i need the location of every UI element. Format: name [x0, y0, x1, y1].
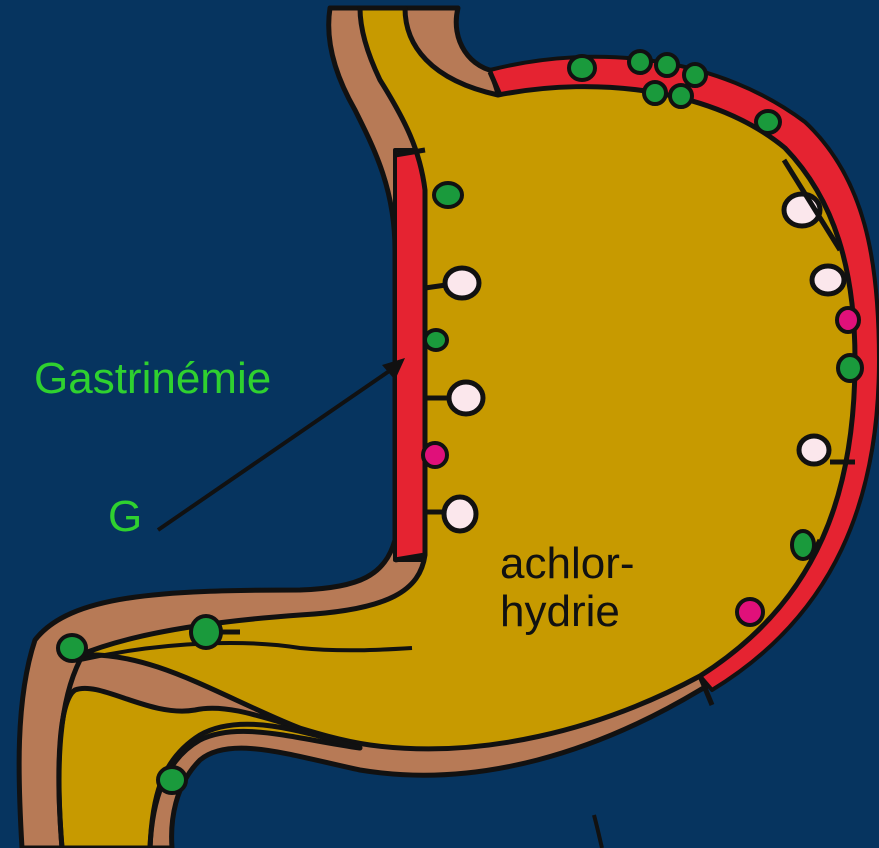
chief-cell [423, 443, 447, 467]
g-cell [656, 54, 678, 76]
parietal-cell [449, 382, 483, 414]
g-cell [838, 355, 862, 381]
parietal-cell [445, 268, 479, 298]
parietal-cell [444, 497, 476, 531]
g-cell-label: G [108, 493, 142, 541]
g-cell [629, 51, 651, 73]
parietal-cell [799, 436, 829, 464]
g-cell [434, 183, 462, 207]
g-cell [58, 635, 86, 661]
chief-cell [737, 599, 763, 625]
cell-stalk [425, 285, 446, 288]
g-cell [425, 330, 447, 350]
g-cell [158, 767, 186, 793]
g-cell [756, 111, 780, 133]
chief-cell [837, 308, 859, 332]
g-cell [569, 56, 595, 80]
achlorhydria-label: achlor- hydrie [500, 540, 635, 637]
g-cell [670, 85, 692, 107]
parietal-cell [812, 266, 844, 294]
gastrinemia-label: Gastrinémie [34, 355, 271, 403]
g-cell [684, 64, 706, 86]
g-cell [644, 82, 666, 104]
g-cell [191, 616, 221, 648]
